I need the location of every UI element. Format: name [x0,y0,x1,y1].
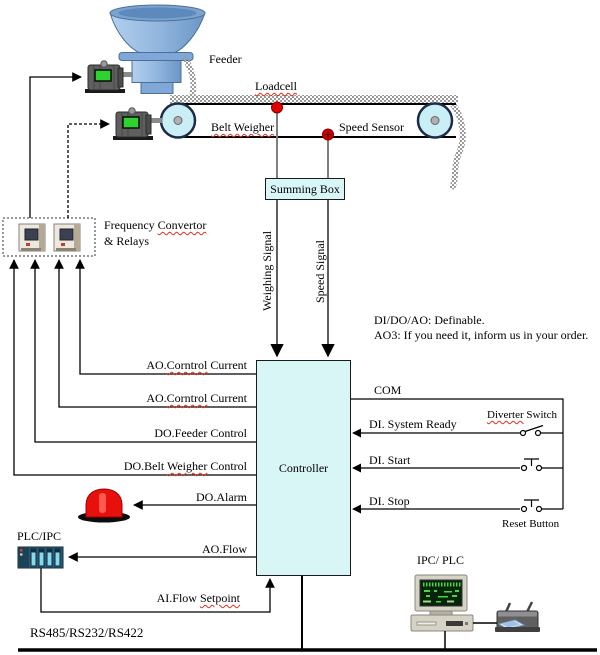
left-pulley-icon [159,102,197,139]
summing-box: Summing Box [265,178,345,200]
do-bw-sq: Weigher [166,459,208,473]
belt-weigher-label: Belt Weigher [211,120,275,134]
alarm-lamp-icon [78,488,130,523]
ai-flow-pre: AI.Flow [156,591,200,605]
ao2-pre: AO. [146,391,167,405]
frequency-convertor-icon [18,223,46,252]
motor-feed-lines [29,72,110,218]
do-bw-post: Control [207,459,247,473]
material-flow [170,55,466,191]
feeder-motor-icon [85,60,133,93]
belt-conveyor [159,101,456,178]
ao-control-current-2-label: AO.Corntrol Current [60,392,247,405]
weighing-signal-label: Weighing Signal [260,230,274,311]
note-line-2: AO3: If you need it, inform us in your o… [374,328,589,342]
di-start-label: DI. Start [369,453,411,467]
controller-output-lines [9,259,275,613]
feeder-label: Feeder [209,52,242,66]
diverter-switch-label: Diverter Switch [487,409,557,422]
do-bw-pre: DO.Belt [123,459,167,473]
communication-bus [18,574,597,652]
rs-bus-label: RS485/RS232/RS422 [30,625,144,640]
hopper-icon [109,4,206,94]
signal-lines [270,198,335,358]
ai-flow-setpoint-label: AI.Flow Setpoint [60,592,240,605]
com-label: COM [374,383,402,397]
loadcell-dot-icon [271,101,283,114]
relays-label: & Relays [104,234,149,248]
frequency-convertor-icon [53,223,81,252]
com-line [349,398,564,509]
start-button-symbol [520,458,543,472]
frequency-convertor-box [2,217,96,257]
ao2-post: Current [207,391,247,405]
di-stop-label: DI. Stop [369,494,410,508]
controller-box: Controller [256,360,351,576]
speed-sensor-dot-icon [322,128,334,141]
loadcell-label: Loadcell [255,79,297,93]
plc-ipc-label: PLC/IPC [17,529,62,543]
diverter-post: Switch [523,409,557,421]
belt-motor-icon [113,107,162,140]
ao1-post: Current [207,358,247,372]
frequency-label-sq: Convertor [157,218,207,232]
do-belt-weigher-control-label: DO.Belt Weigher Control [60,460,247,473]
ao2-sq: Corntrol [166,391,208,405]
ipc-plc-label: IPC/ PLC [417,553,465,567]
summing-box-label: Summing Box [270,181,340,196]
computer-icon [410,574,474,632]
printer-icon [495,601,540,632]
ao-control-current-1-label: AO.Corntrol Current [60,359,247,372]
di-system-ready-label: DI. System Ready [369,417,457,431]
note-line-1: DI/DO/AO: Definable. [374,313,485,327]
speed-signal-label: Speed Signal [313,240,327,303]
controller-label: Controller [278,460,329,475]
right-pulley-icon [416,102,454,139]
ao-flow-label: AO.Flow [201,542,247,556]
diverter-switch-symbol [519,424,544,437]
frequency-label-pre: Frequency [104,218,158,232]
speed-sensor-label: Speed Sensor [339,120,404,134]
do-alarm-label: DO.Alarm [196,490,247,504]
frequency-convertor-label: Frequency Convertor [104,219,206,232]
do-feeder-control-label: DO.Feeder Control [154,426,247,440]
digital-input-circuit [349,398,564,514]
diverter-sq: Diverter [487,409,524,421]
stop-button-symbol [520,499,543,513]
plc-device-icon [17,546,64,569]
reset-button-label: Reset Button [502,518,560,530]
ao1-pre: AO. [146,358,167,372]
ao1-sq: Corntrol [166,358,208,372]
ai-flow-sq: Setpoint [199,591,240,605]
